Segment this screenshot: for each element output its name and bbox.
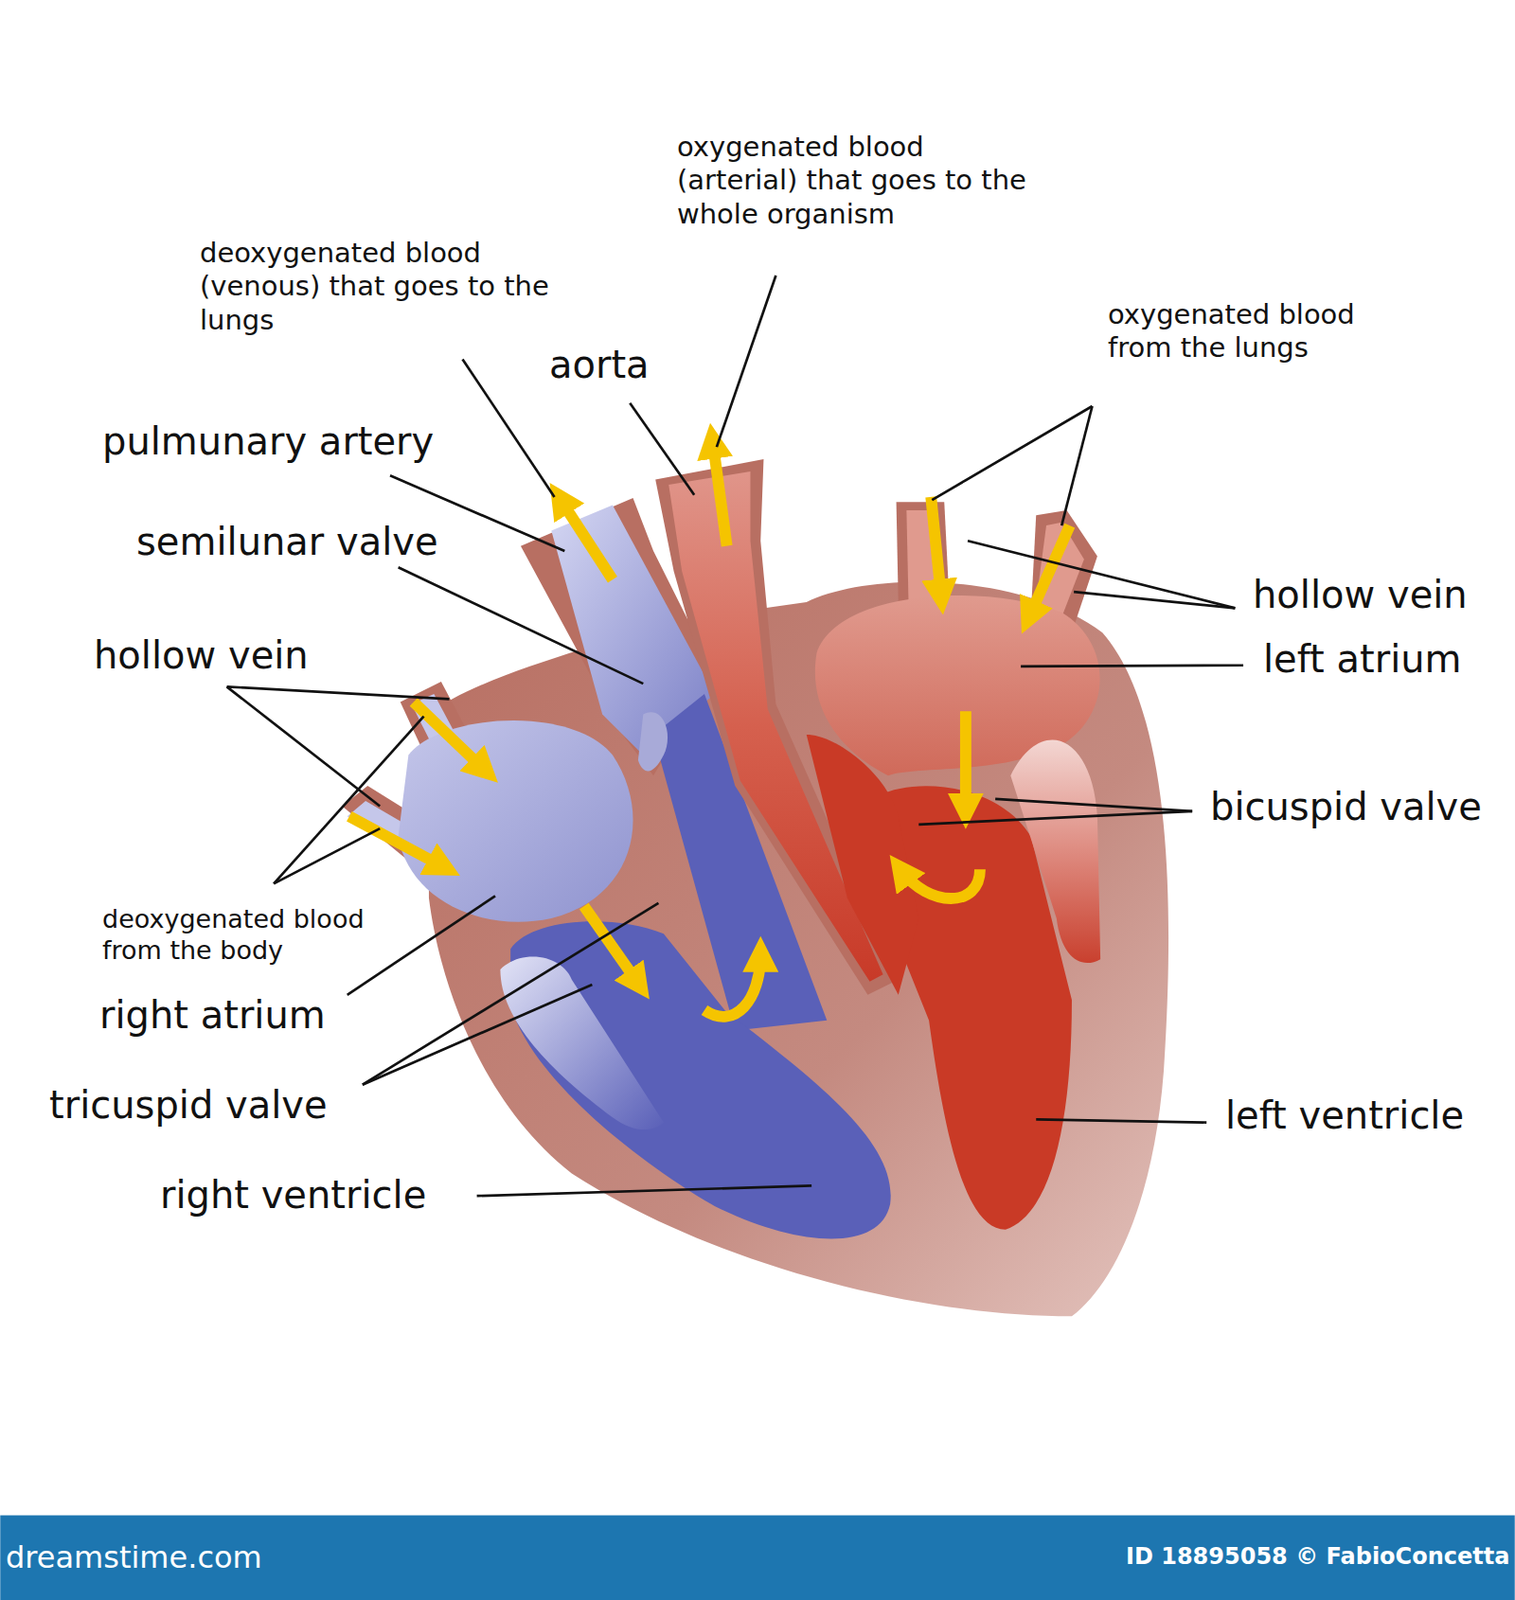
watermark-text: dreamstime.com <box>5 1539 263 1577</box>
part-label: hollow vein <box>1252 571 1468 619</box>
part-label: hollow vein <box>93 632 309 679</box>
part-label: left ventricle <box>1225 1092 1464 1140</box>
part-label: pulmunary artery <box>102 418 434 465</box>
part-label: semilunar valve <box>136 518 439 566</box>
part-label: right ventricle <box>160 1172 427 1219</box>
note-label: deoxygenated blood (venous) that goes to… <box>199 236 557 338</box>
part-label: tricuspid valve <box>49 1082 328 1129</box>
part-label: left atrium <box>1263 636 1462 683</box>
note-label: oxygenated blood (arterial) that goes to… <box>677 130 1045 232</box>
note-label: oxygenated blood from the lungs <box>1107 298 1373 366</box>
part-label: bicuspid valve <box>1210 784 1482 831</box>
note-label: deoxygenated blood from the body <box>102 904 389 967</box>
part-label: right atrium <box>99 992 326 1039</box>
part-label: aorta <box>549 341 650 389</box>
watermark-text: ID 18895058 © FabioConcetta <box>1125 1543 1510 1571</box>
